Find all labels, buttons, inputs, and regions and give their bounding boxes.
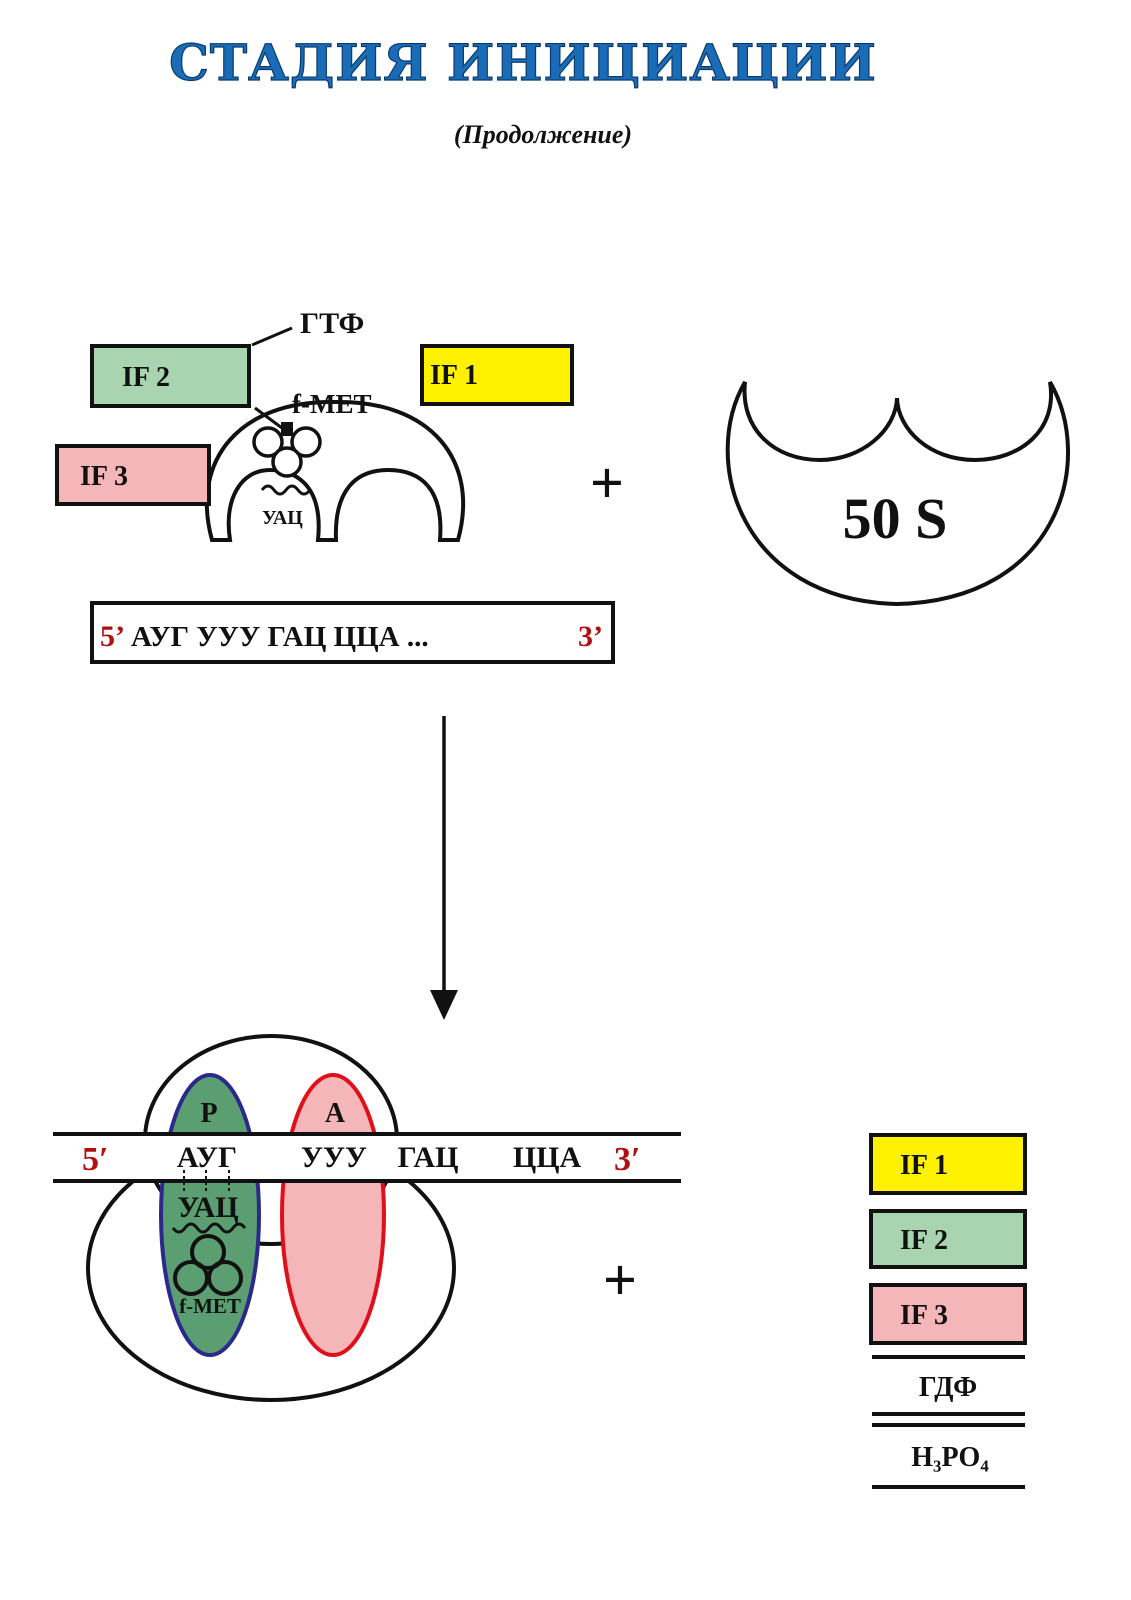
anticodon-brace-top — [260, 484, 312, 496]
anticodon-brace-bottom — [171, 1222, 247, 1234]
a-site-label: A — [325, 1098, 346, 1129]
if3-box-bottom — [869, 1283, 1027, 1345]
codon-cca: ЦЦА — [513, 1141, 582, 1174]
if1-box-top — [420, 344, 574, 406]
codon-aug: АУГ — [177, 1141, 237, 1174]
if3-label-bottom: IF 3 — [900, 1300, 948, 1331]
if3-box-top — [55, 444, 211, 506]
if3-label-top: IF 3 — [80, 461, 128, 492]
mrna-sequence-top: АУГ УУУ ГАЦ ЦЦА ... — [131, 621, 429, 653]
anticodon-label-bottom: УАЦ — [177, 1191, 238, 1224]
if2-label-bottom: IF 2 — [900, 1225, 948, 1256]
mrna-band-bottom — [53, 1134, 681, 1181]
fmet-label-top: f-МЕТ — [292, 389, 371, 419]
if2-box-bottom — [869, 1209, 1027, 1269]
trna-cloverleaf-bottom — [173, 1234, 243, 1296]
if2-label-top: IF 2 — [122, 362, 170, 393]
codon-uuu: УУУ — [301, 1141, 367, 1174]
if1-box-bottom — [869, 1133, 1027, 1195]
reaction-arrow-head — [430, 990, 458, 1020]
gdp-label: ГДФ — [919, 1372, 977, 1403]
gtp-label: ГТФ — [300, 307, 364, 340]
fmet-label-bottom: f-МЕТ — [179, 1294, 241, 1318]
mrna-5prime-bottom: 5′ — [82, 1141, 109, 1178]
mrna-3prime-top: 3’ — [578, 620, 603, 653]
plus-sign-top: + — [590, 450, 624, 516]
small-subunit — [204, 399, 466, 542]
plus-sign-bottom: + — [603, 1247, 637, 1313]
anticodon-label-top: УАЦ — [262, 507, 303, 529]
large-subunit-label: 50 S — [843, 486, 948, 551]
trna-cloverleaf-top — [252, 422, 322, 478]
large-subunit-50s — [725, 381, 1070, 607]
mrna-3prime-bottom: 3′ — [614, 1141, 641, 1178]
base-pairing-lines — [183, 1170, 230, 1192]
codon-gac: ГАЦ — [398, 1141, 459, 1174]
if1-label-top: IF 1 — [430, 360, 478, 391]
if1-label-bottom: IF 1 — [900, 1150, 948, 1181]
if2-box-top — [90, 344, 251, 408]
gtp-pointer-line — [251, 326, 293, 347]
mrna-5prime-top: 5’ — [100, 620, 125, 653]
page-subtitle: (Продолжение) — [454, 120, 632, 149]
mrna-strand-top — [90, 601, 615, 664]
gtp-link-line — [254, 406, 283, 430]
page-title: СТАДИЯ ИНИЦИАЦИИ — [169, 33, 877, 92]
p-site-label: P — [200, 1098, 217, 1129]
phosphate-label: H₃PO₄ — [911, 1442, 989, 1473]
